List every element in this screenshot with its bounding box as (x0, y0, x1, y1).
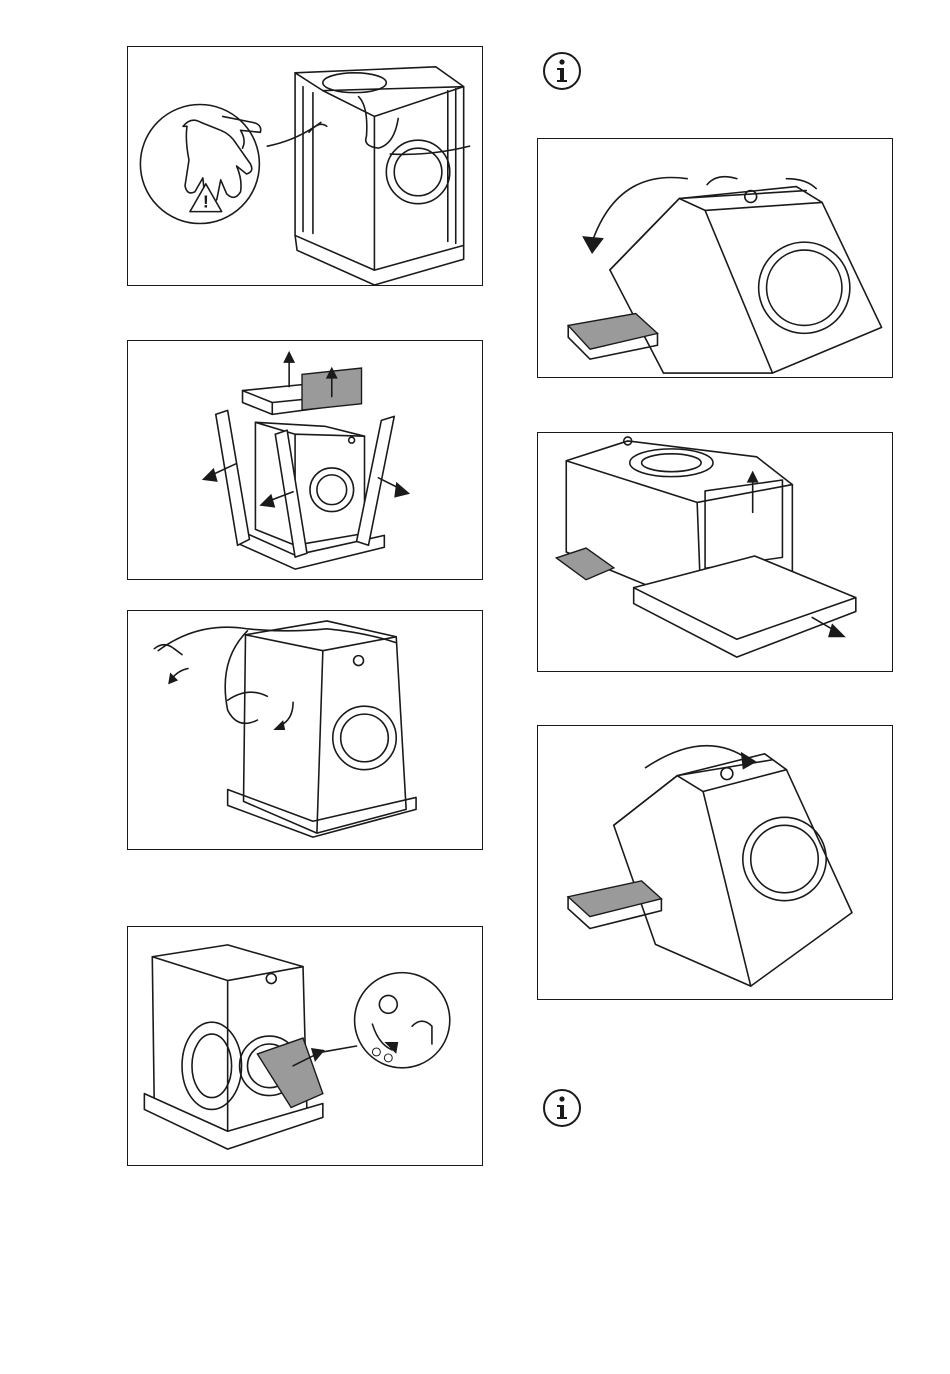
tilt-backwards-illustration (538, 139, 892, 377)
remove-protectors-illustration (128, 341, 482, 579)
svg-text:!: ! (203, 192, 209, 212)
info-icon (542, 51, 582, 91)
tilt-upright-illustration (538, 726, 892, 999)
panel-remove-protectors (127, 340, 483, 580)
info-icon (542, 1088, 582, 1128)
panel-remove-base (537, 432, 893, 672)
remove-bag-illustration (128, 611, 482, 849)
panel-unpack-gloves: ! (127, 46, 483, 286)
panel-tilt-backwards (537, 138, 893, 378)
panel-remove-bag (127, 610, 483, 850)
remove-accessories-illustration (128, 927, 482, 1165)
remove-base-illustration (538, 433, 892, 671)
unpack-gloves-illustration: ! (128, 47, 482, 285)
panel-remove-accessories (127, 926, 483, 1166)
panel-tilt-upright (537, 725, 893, 1000)
